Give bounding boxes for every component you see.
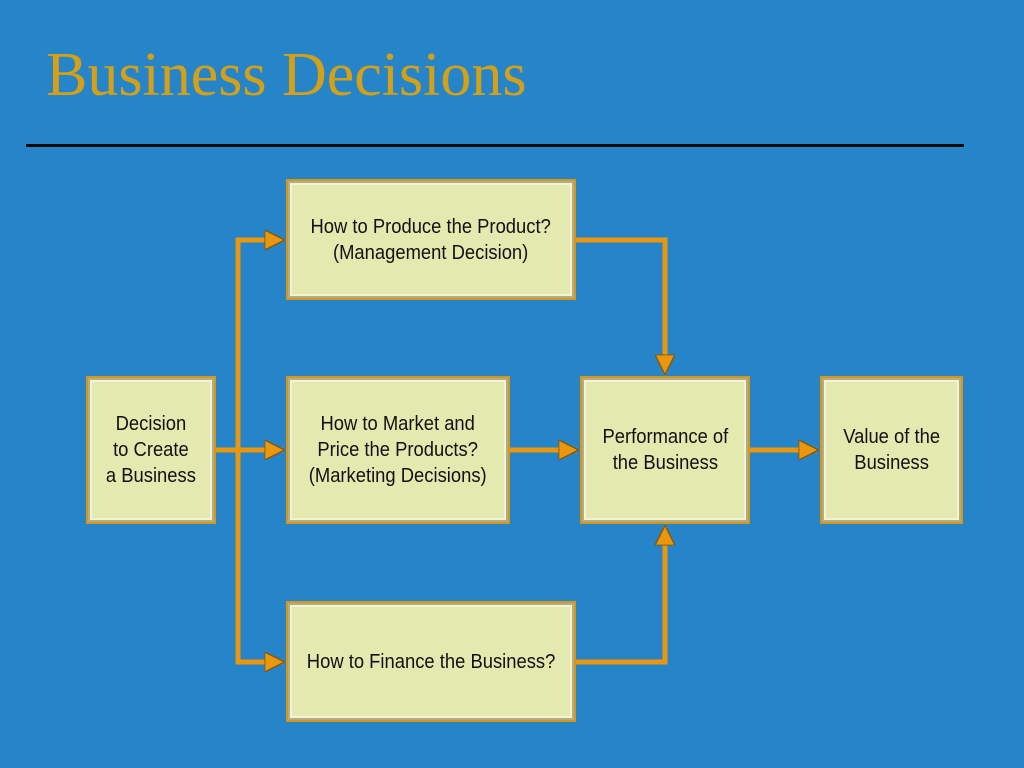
node-label: How to Market and Price the Products? (M…	[309, 413, 487, 487]
node-how-to-finance: How to Finance the Business?	[286, 601, 576, 722]
title-rule	[26, 144, 964, 147]
node-label: Decision to Create a Business	[105, 413, 197, 487]
node-performance-of-business: Performance of the Business	[580, 376, 750, 524]
node-value-of-business: Value of the Business	[820, 376, 963, 524]
node-how-to-market: How to Market and Price the Products? (M…	[286, 376, 510, 524]
node-label: How to Finance the Business?	[306, 650, 556, 673]
arrow-decision-to-produce	[235, 240, 283, 450]
node-label: How to Produce the Product? (Management …	[310, 215, 552, 264]
slide-title: Business Decisions	[46, 41, 527, 109]
node-label: Performance of the Business	[602, 426, 728, 474]
node-how-to-produce: How to Produce the Product? (Management …	[286, 179, 576, 300]
arrow-decision-to-finance	[235, 450, 283, 662]
node-label: Value of the Business	[843, 426, 940, 474]
node-decision-to-create-business: Decision to Create a Business	[86, 376, 216, 524]
arrow-finance-to-performance	[576, 527, 665, 665]
arrow-produce-to-performance	[576, 237, 665, 373]
